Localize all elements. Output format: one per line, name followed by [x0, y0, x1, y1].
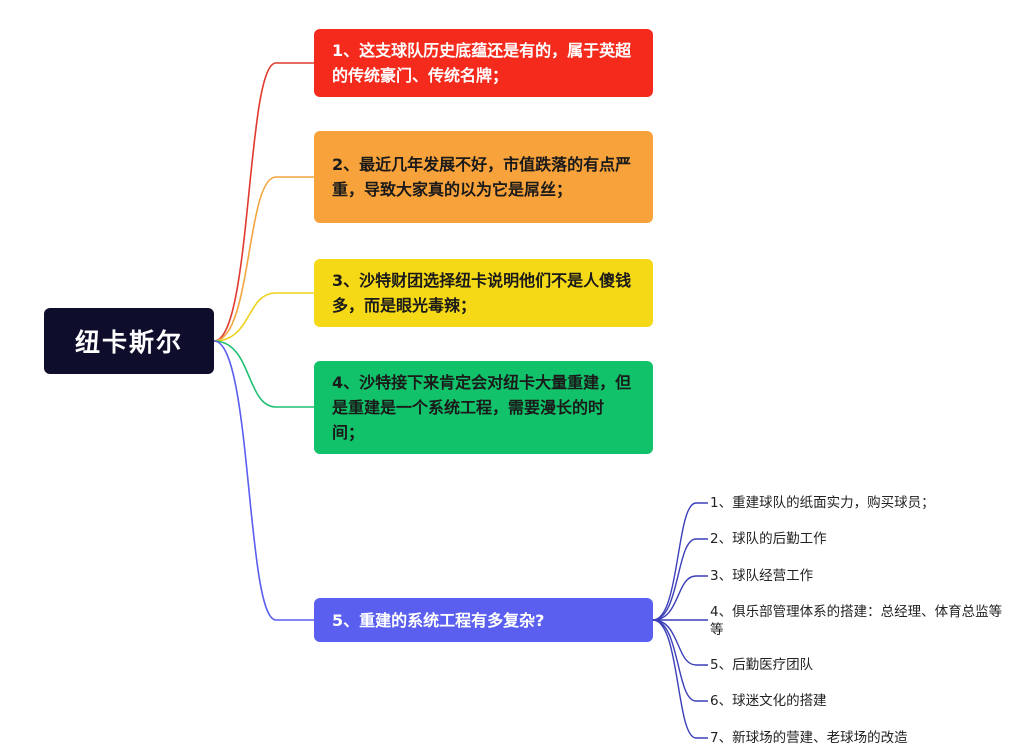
sub-item-7: 7、新球场的营建、老球场的改造	[710, 729, 1010, 747]
branch-3-label: 3、沙特财团选择纽卡说明他们不是人傻钱多，而是眼光毒辣；	[332, 271, 632, 315]
branch-connector-4	[213, 340, 314, 408]
sub-item-6-label: 6、球迷文化的搭建	[710, 693, 827, 709]
branch-4-label: 4、沙特接下来肯定会对纽卡大量重建，但是重建是一个系统工程，需要漫长的时间；	[332, 373, 632, 442]
branch-3: 3、沙特财团选择纽卡说明他们不是人傻钱多，而是眼光毒辣；	[314, 259, 653, 327]
sub-item-5: 5、后勤医疗团队	[710, 656, 1010, 674]
branch-5-label: 5、重建的系统工程有多复杂?	[332, 610, 545, 630]
sub-item-2-label: 2、球队的后勤工作	[710, 531, 827, 547]
branch-connector-2	[213, 176, 314, 342]
sub-connector-3	[652, 575, 708, 621]
branch-1: 1、这支球队历史底蕴还是有的，属于英超的传统豪门、传统名牌；	[314, 29, 653, 97]
branch-5: 5、重建的系统工程有多复杂?	[314, 598, 653, 642]
sub-connector-5	[652, 619, 708, 666]
sub-item-3-label: 3、球队经营工作	[710, 568, 814, 584]
sub-item-1-label: 1、重建球队的纸面实力，购买球员；	[710, 495, 935, 511]
root-label: 纽卡斯尔	[74, 328, 183, 357]
branch-2: 2、最近几年发展不好，市值跌落的有点严重，导致大家真的以为它是屌丝；	[314, 131, 653, 223]
branch-connector-5	[213, 340, 314, 621]
sub-item-4: 4、俱乐部管理体系的搭建：总经理、体育总监等等	[710, 603, 1006, 639]
sub-item-3: 3、球队经营工作	[710, 567, 1010, 585]
branch-connector-1	[213, 62, 314, 342]
root-node: 纽卡斯尔	[44, 308, 214, 374]
sub-item-5-label: 5、后勤医疗团队	[710, 657, 814, 673]
sub-connector-7	[652, 619, 708, 739]
sub-item-1: 1、重建球队的纸面实力，购买球员；	[710, 494, 1010, 512]
branch-4: 4、沙特接下来肯定会对纽卡大量重建，但是重建是一个系统工程，需要漫长的时间；	[314, 361, 653, 454]
branch-1-label: 1、这支球队历史底蕴还是有的，属于英超的传统豪门、传统名牌；	[332, 41, 632, 85]
sub-item-6: 6、球迷文化的搭建	[710, 692, 1010, 710]
sub-item-7-label: 7、新球场的营建、老球场的改造	[710, 730, 908, 746]
sub-connector-2	[652, 538, 708, 621]
sub-connector-1	[652, 502, 708, 621]
sub-item-2: 2、球队的后勤工作	[710, 530, 1010, 548]
sub-item-4-label: 4、俱乐部管理体系的搭建：总经理、体育总监等等	[710, 604, 1003, 638]
sub-connector-6	[652, 619, 708, 702]
branch-2-label: 2、最近几年发展不好，市值跌落的有点严重，导致大家真的以为它是屌丝；	[332, 155, 632, 199]
branch-connector-3	[213, 292, 314, 342]
